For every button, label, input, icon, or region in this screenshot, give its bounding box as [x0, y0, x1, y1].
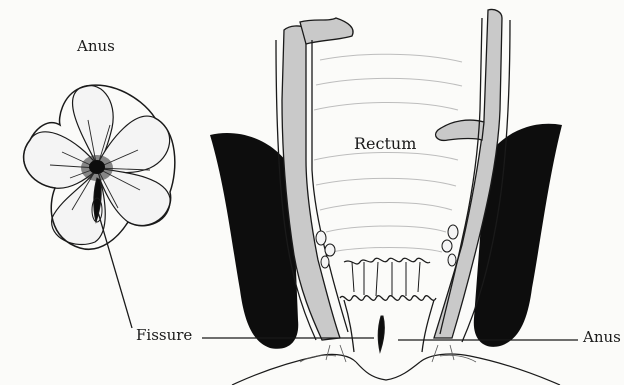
rectum-label: Rectum: [354, 136, 416, 152]
rectum-section: [202, 9, 578, 385]
perianal-skin-right: [420, 354, 560, 385]
perianal-skin-left: [232, 354, 356, 385]
anal-canal-left: [344, 300, 354, 352]
anal-verge: [356, 362, 420, 380]
lumen-lines: [314, 54, 462, 252]
dentate-line: [340, 296, 436, 301]
anal-columns: [344, 258, 430, 264]
anal-canal-right: [422, 300, 434, 352]
anal-opening-core: [89, 160, 105, 174]
anus-external-label: Anus: [77, 39, 115, 54]
rectal-wall-left-flap: [300, 18, 353, 44]
fissure-label: Fissure: [136, 328, 192, 343]
fissure-leader-line: [98, 212, 132, 328]
column-lines: [352, 262, 420, 296]
rectal-wall-right-flap: [436, 120, 484, 140]
anus-section-label: Anus: [583, 330, 621, 345]
anus-external-view: [24, 85, 175, 328]
fissure-section: [378, 316, 384, 352]
